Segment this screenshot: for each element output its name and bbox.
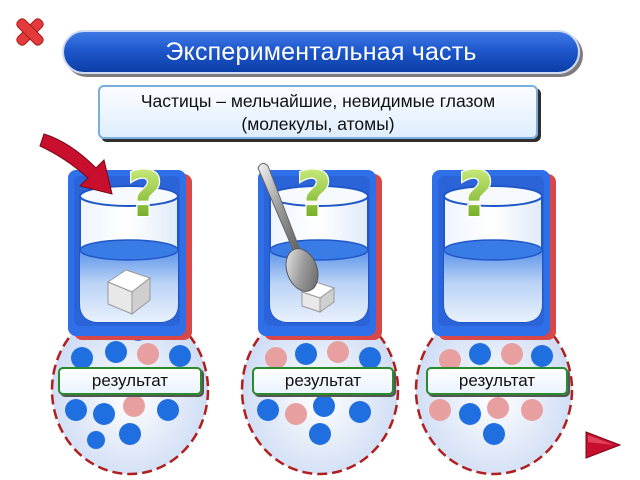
result-button-2[interactable]: результат — [252, 367, 394, 395]
definition-line-2: (молекулы, атомы) — [241, 114, 395, 134]
question-mark-icon: ? — [126, 157, 164, 233]
spoon-icon — [257, 162, 319, 292]
question-mark-icon: ? — [457, 157, 495, 233]
svg-text:?: ? — [127, 158, 163, 231]
svg-text:?: ? — [296, 158, 332, 231]
result-button-1[interactable]: результат — [58, 367, 202, 395]
question-mark-icon: ? — [295, 157, 333, 233]
sugar-cube — [106, 269, 152, 316]
definition-box: Частицы – мельчайшие, невидимые глазом (… — [98, 85, 538, 139]
title-bar: Экспериментальная часть — [62, 30, 580, 74]
beaker-group-1: ? — [39, 133, 210, 476]
svg-text:?: ? — [458, 158, 494, 231]
glass — [443, 185, 543, 323]
next-arrow-icon[interactable] — [584, 430, 622, 460]
page-title: Экспериментальная часть — [165, 37, 477, 66]
result-button-3[interactable]: результат — [426, 367, 568, 395]
sugar-cube — [300, 281, 336, 313]
beaker-group-3: ? — [414, 157, 574, 476]
definition-line-1: Частицы – мельчайшие, невидимые глазом — [140, 91, 496, 111]
close-icon[interactable] — [12, 14, 48, 50]
beaker-group-2: ? — [240, 157, 400, 476]
red-arrow-icon — [39, 133, 113, 195]
